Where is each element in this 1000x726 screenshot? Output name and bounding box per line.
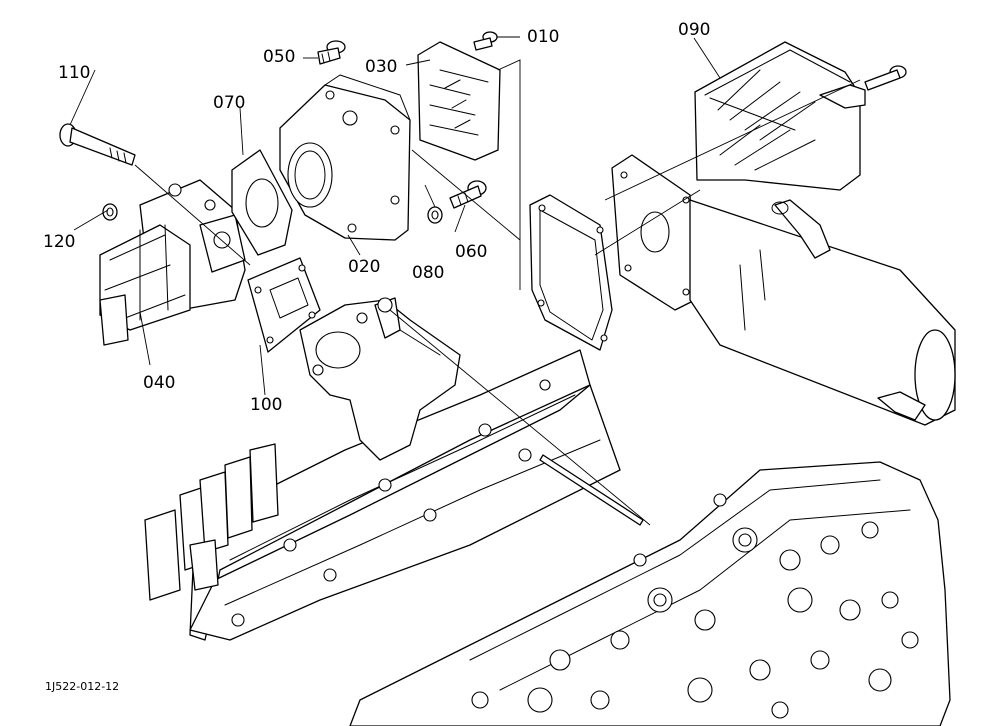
leader-lines [69,36,861,526]
heat-shield-090 [694,41,866,191]
egr-valve-040 [99,179,246,346]
bolt-060 [449,180,487,209]
callout-100: 100 [250,395,282,415]
callout-040: 040 [143,373,175,393]
figure-reference: 1J522-012-12 [45,680,119,693]
cooler-flange [611,154,696,311]
callouts: 110 050 030 010 090 070 120 020 080 060 … [43,20,710,693]
callout-020: 020 [348,257,380,277]
gasket-100 [247,257,321,353]
bolt-110 [59,123,136,166]
callout-110: 110 [58,63,90,83]
head-ports [471,493,919,719]
egr-cooler [689,199,956,426]
callout-030: 030 [365,57,397,77]
bolt-010 [473,31,498,51]
callout-080: 080 [412,263,444,283]
callout-070: 070 [213,93,245,113]
callout-010: 010 [527,27,559,47]
callout-120: 120 [43,232,75,252]
elbow-pipe [299,297,461,461]
gasket-070 [231,149,293,256]
cooler-gasket [529,194,613,351]
bolt-050 [317,40,346,65]
bolt-090-screw [864,65,907,91]
callout-050: 050 [263,47,295,67]
washer-080 [427,206,443,224]
manifold-bolt-holes [231,379,551,627]
callout-060: 060 [455,242,487,262]
callout-090: 090 [678,20,710,40]
intake-manifold [144,349,644,641]
cylinder-head [349,461,951,726]
washer-120 [102,203,118,221]
reed-plate-030 [417,41,501,161]
adapter-020 [279,74,411,241]
